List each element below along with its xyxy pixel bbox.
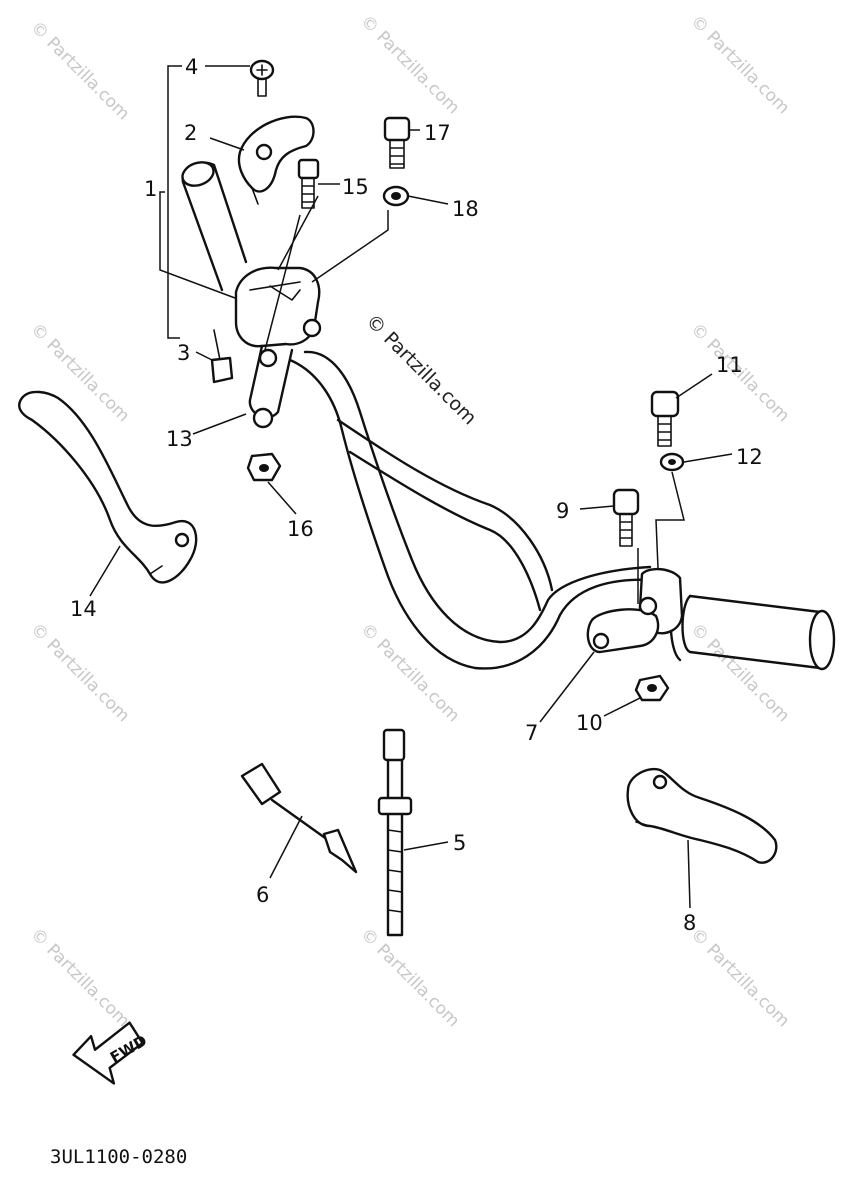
nut[interactable] (246, 452, 282, 482)
watermark-text: © Partzilla.com (356, 924, 463, 1031)
handlebar[interactable] (179, 158, 652, 670)
watermark-text: © Partzilla.com (26, 619, 133, 726)
right-grip[interactable] (669, 588, 836, 671)
callout-3: 3 (177, 341, 190, 365)
clutch-lever[interactable] (18, 390, 198, 584)
cable-band[interactable] (377, 728, 413, 937)
callout-12: 12 (736, 445, 763, 469)
forward-direction-arrow: FWD (72, 1021, 150, 1085)
callout-10: 10 (576, 711, 603, 735)
bolt[interactable] (297, 158, 320, 209)
bolt[interactable] (383, 116, 411, 169)
left-lever-holder[interactable] (234, 266, 322, 429)
callout-13: 13 (166, 427, 193, 451)
callout-7: 7 (525, 721, 538, 745)
bolt[interactable] (612, 488, 640, 547)
watermark-center-text: © Partzilla.com (361, 310, 480, 429)
nut[interactable] (634, 674, 670, 702)
watermark-text: © Partzilla.com (356, 619, 463, 726)
callout-11: 11 (716, 353, 743, 377)
drawing-code: 3UL1100-0280 (50, 1146, 187, 1168)
callout-5: 5 (453, 831, 466, 855)
watermark-text: © Partzilla.com (26, 17, 133, 124)
bolt[interactable] (650, 390, 680, 447)
callout-6: 6 (256, 883, 269, 907)
callout-14: 14 (70, 597, 97, 621)
screw[interactable] (249, 59, 275, 97)
nut[interactable] (659, 452, 685, 472)
callout-9: 9 (556, 499, 569, 523)
callout-15: 15 (342, 175, 369, 199)
callout-8: 8 (683, 911, 696, 935)
callout-numbers: 1 2 3 4 5 6 7 8 9 10 11 12 13 14 15 16 1… (70, 55, 763, 935)
callout-1: 1 (144, 177, 157, 201)
nut[interactable] (382, 185, 410, 207)
brake-lever[interactable] (626, 767, 778, 864)
clamp-bracket[interactable] (237, 115, 315, 205)
right-lever-holder[interactable] (586, 567, 684, 654)
watermark-text: © Partzilla.com (686, 11, 793, 118)
watermark-text: © Partzilla.com (686, 619, 793, 726)
callout-4: 4 (185, 55, 198, 79)
callout-2: 2 (184, 121, 197, 145)
cable-probe[interactable] (240, 762, 358, 874)
leader-lines (89, 65, 733, 909)
watermark-text: © Partzilla.com (26, 924, 133, 1031)
watermark-text: © Partzilla.com (686, 924, 793, 1031)
callout-16: 16 (287, 517, 314, 541)
callout-17: 17 (424, 121, 451, 145)
watermark-text: © Partzilla.com (356, 11, 463, 118)
screw[interactable] (210, 329, 234, 384)
callout-18: 18 (452, 197, 479, 221)
